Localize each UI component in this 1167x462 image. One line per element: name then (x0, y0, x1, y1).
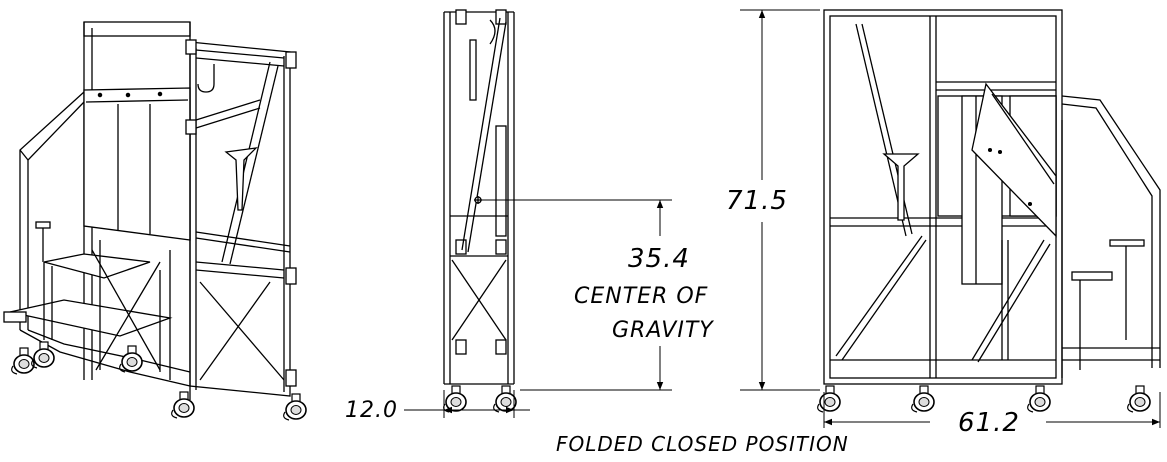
width-dimension-label: 61.2 (958, 408, 1020, 438)
height-dimension-label: 71.5 (726, 186, 788, 216)
dimension-lines (404, 9, 1161, 428)
cog-value-label: 35.4 (628, 244, 690, 274)
depth-dimension-label: 12.0 (345, 398, 398, 423)
drawing-caption: FOLDED CLOSED POSITION (556, 432, 849, 456)
front-view (816, 9, 1161, 413)
side-view (442, 9, 517, 413)
isometric-view (3, 21, 307, 421)
cog-line2-label: GRAVITY (612, 318, 714, 343)
cog-line1-label: CENTER OF (574, 284, 709, 309)
